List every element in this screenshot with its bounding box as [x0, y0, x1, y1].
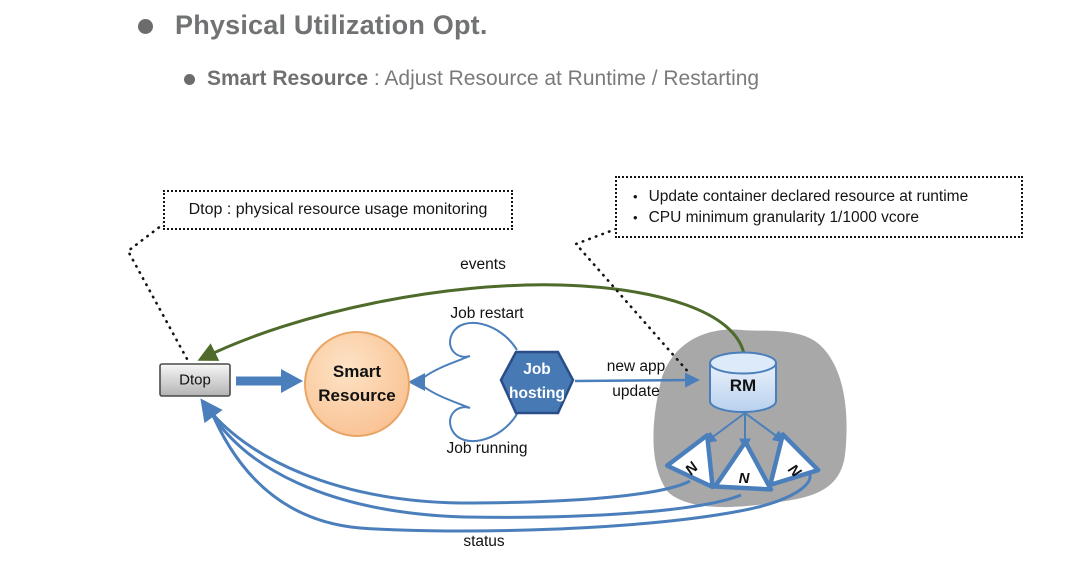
dtop-to-smart-arrow — [236, 369, 303, 393]
job-running-label: Job running — [446, 440, 528, 457]
smart-resource-label: Smart Resource — [318, 360, 395, 408]
smart-resource-node — [304, 331, 410, 437]
new-app-label-line2: update — [612, 383, 660, 400]
dtop-node — [159, 363, 231, 397]
rm-callout: • Update container declared resource at … — [615, 176, 1023, 238]
job-restart-label: Job restart — [450, 305, 524, 322]
left-callout-tail — [126, 217, 189, 361]
rm-callout-bullet-1: Update container declared resource at ru… — [648, 188, 969, 205]
dtop-label: Dtop — [179, 371, 211, 389]
subtitle-term: Smart Resource — [207, 67, 369, 90]
rm-callout-bullet-2: CPU minimum granularity 1/1000 vcore — [648, 209, 920, 226]
subtitle-bullet-icon — [184, 74, 195, 85]
callout-tails — [126, 217, 692, 376]
node-triangle-right — [767, 432, 821, 488]
status-edge-inner — [200, 398, 691, 505]
dtop-callout-text: Dtop : physical resource usage monitorin… — [188, 201, 488, 218]
job-restart-edge — [422, 321, 518, 379]
title-bullet-icon — [138, 19, 153, 34]
job-hosting-label-line2: hosting — [509, 385, 565, 402]
node-triangles — [664, 432, 821, 492]
smart-resource-label-line1: Smart — [332, 362, 382, 381]
job-running-edge — [422, 385, 518, 443]
job-loop-arrowhead — [408, 373, 425, 391]
page-title: Physical Utilization Opt. — [175, 10, 488, 40]
rm-callout-row: • Update container declared resource at … — [633, 186, 1021, 207]
job-hosting-node — [499, 350, 575, 415]
status-edges — [200, 398, 812, 533]
status-label: status — [463, 533, 505, 550]
smart-resource-label-line2: Resource — [318, 386, 396, 405]
job-hosting-label: Job hosting — [509, 358, 565, 406]
bullet-icon: • — [633, 210, 638, 225]
status-edge-outer — [207, 405, 812, 533]
rm-callout-row: • CPU minimum granularity 1/1000 vcore — [633, 207, 1021, 228]
new-app-edge — [574, 372, 700, 388]
new-app-label: new app update — [607, 354, 666, 404]
events-label: events — [460, 256, 506, 273]
node-triangle-middle — [712, 439, 774, 492]
events-edge — [197, 283, 746, 361]
rm-node — [709, 351, 777, 413]
node-label-middle: N — [739, 470, 751, 487]
job-loop-edges — [422, 321, 518, 443]
bullet-icon: • — [633, 189, 638, 204]
node-triangle-left — [664, 433, 715, 490]
dtop-callout: Dtop : physical resource usage monitorin… — [163, 190, 513, 230]
status-edge-middle — [204, 403, 742, 519]
rm-label: RM — [729, 376, 757, 395]
new-app-label-line1: new app — [606, 358, 666, 375]
page-subtitle: Smart Resource : Adjust Resource at Runt… — [207, 67, 759, 91]
right-callout-tail — [573, 227, 692, 376]
job-hosting-label-line1: Job — [523, 361, 551, 378]
subtitle-description: : Adjust Resource at Runtime / Restartin… — [368, 67, 760, 90]
